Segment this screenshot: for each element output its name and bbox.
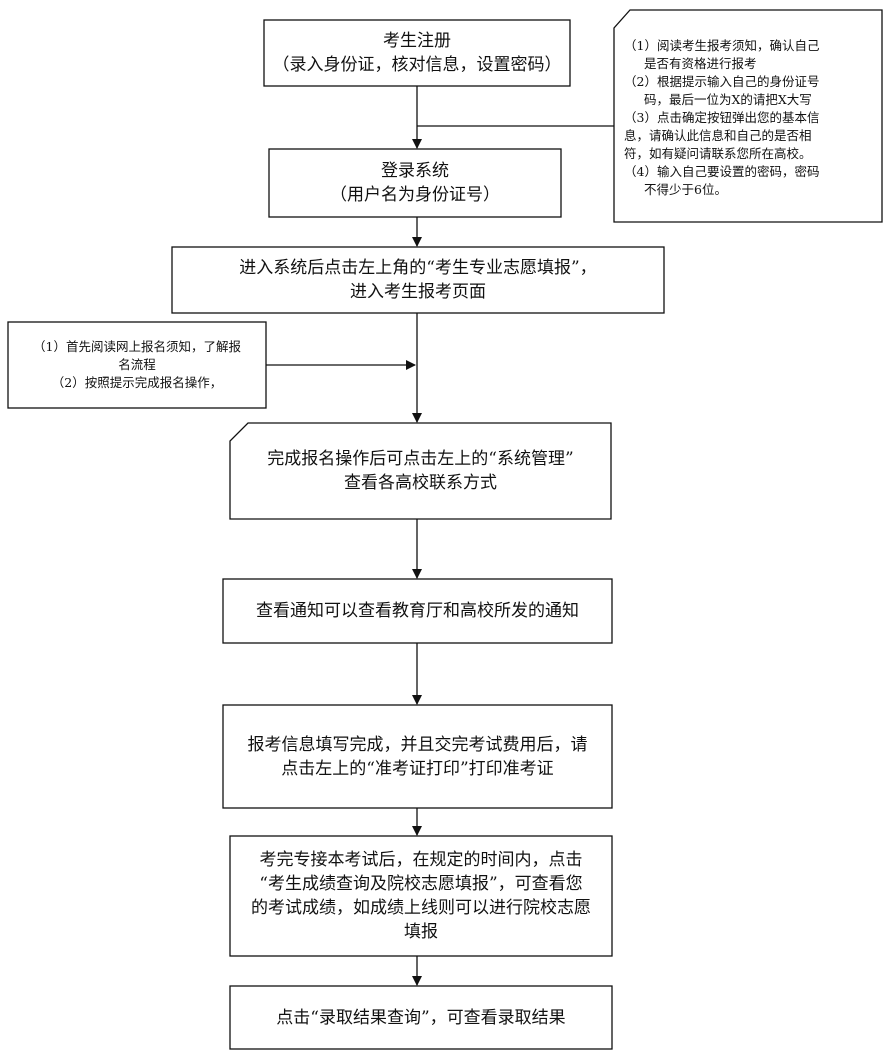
step-5-text: 查看通知可以查看教育厅和高校所发的通知 (223, 579, 612, 643)
left-note-text: （1）首先阅读网上报名须知，了解报 名流程 （2）按照提示完成报名操作， (10, 338, 264, 392)
step-8-box (229, 985, 613, 1050)
step-7-text: 考完专接本考试后，在规定的时间内，点击 “考生成绩查询及院校志愿填报”，可查看您… (230, 836, 612, 956)
step-4-text: 完成报名操作后可点击左上的“系统管理” 查看各高校联系方式 (230, 423, 611, 519)
step-4-line-1: 完成报名操作后可点击左上的“系统管理” (267, 449, 574, 469)
right-note-line-8: （4）输入自己要设置的密码，密码 (624, 164, 820, 179)
step-7-line-1: 考完专接本考试后，在规定的时间内，点击 (259, 850, 583, 870)
right-note-line-5: （3）点击确定按钮弹出您的基本信 (624, 110, 820, 125)
step-3-line-1: 进入系统后点击左上角的“考生专业志愿填报”， (239, 258, 597, 278)
right-note-line-6: 息，请确认此信息和自己的是否相 (624, 128, 812, 143)
step-7-line-3: 的考试成绩，如成绩上线则可以进行院校志愿 (251, 898, 591, 918)
step-3-line-2: 进入考生报考页面 (350, 282, 486, 302)
step-8-line-1: 点击“录取结果查询”，可查看录取结果 (276, 1007, 566, 1028)
step-7-line-2: “考生成绩查询及院校志愿填报”，可查看您 (259, 874, 583, 894)
left-note-line-3: （2）按照提示完成报名操作， (51, 375, 223, 390)
step-1-line-1: 考生注册 (383, 31, 451, 51)
step-2-box (268, 148, 562, 218)
step-8-text: 点击“录取结果查询”，可查看录取结果 (230, 986, 612, 1049)
right-note-text: （1）阅读考生报考须知，确认自己 是否有资格进行报考 （2）根据提示输入自己的身… (624, 37, 878, 199)
step-1-line-2: （录入身份证，核对信息，设置密码） (272, 55, 562, 75)
step-4-box (229, 422, 612, 520)
right-note-line-9: 不得少于6位。 (644, 182, 727, 197)
step-2-text: 登录系统 （用户名为身份证号） (269, 149, 561, 217)
left-note-line-1: （1）首先阅读网上报名须知，了解报 (33, 339, 241, 354)
right-note-line-1: （1）阅读考生报考须知，确认自己 (624, 38, 820, 53)
right-note-line-4: 码，最后一位为X的请把X大写 (644, 92, 812, 107)
right-note-line-7: 符，如有疑问请联系您所在高校。 (624, 146, 812, 161)
left-note-line-2: 名流程 (118, 357, 156, 372)
right-note-line-2: 是否有资格进行报考 (644, 56, 757, 71)
step-3-text: 进入系统后点击左上角的“考生专业志愿填报”， 进入考生报考页面 (172, 247, 664, 313)
right-note-line-3: （2）根据提示输入自己的身份证号 (624, 74, 820, 89)
step-6-line-1: 报考信息填写完成，并且交完考试费用后，请 (247, 734, 588, 755)
step-1-text: 考生注册 （录入身份证，核对信息，设置密码） (264, 20, 570, 86)
step-7-line-4: 填报 (404, 922, 438, 942)
right-note-box (613, 9, 883, 223)
step-3-box (171, 246, 665, 314)
step-5-line-1: 查看通知可以查看教育厅和高校所发的通知 (256, 601, 579, 621)
step-7-box (229, 835, 613, 957)
step-6-text: 报考信息填写完成，并且交完考试费用后，请 点击左上的“准考证打印”打印准考证 (223, 705, 612, 808)
step-6-line-2: 点击左上的“准考证打印”打印准考证 (281, 758, 554, 779)
step-2-line-2: （用户名为身份证号） (330, 185, 500, 205)
step-4-line-2: 查看各高校联系方式 (344, 473, 497, 493)
step-2-line-1: 登录系统 (381, 161, 449, 181)
